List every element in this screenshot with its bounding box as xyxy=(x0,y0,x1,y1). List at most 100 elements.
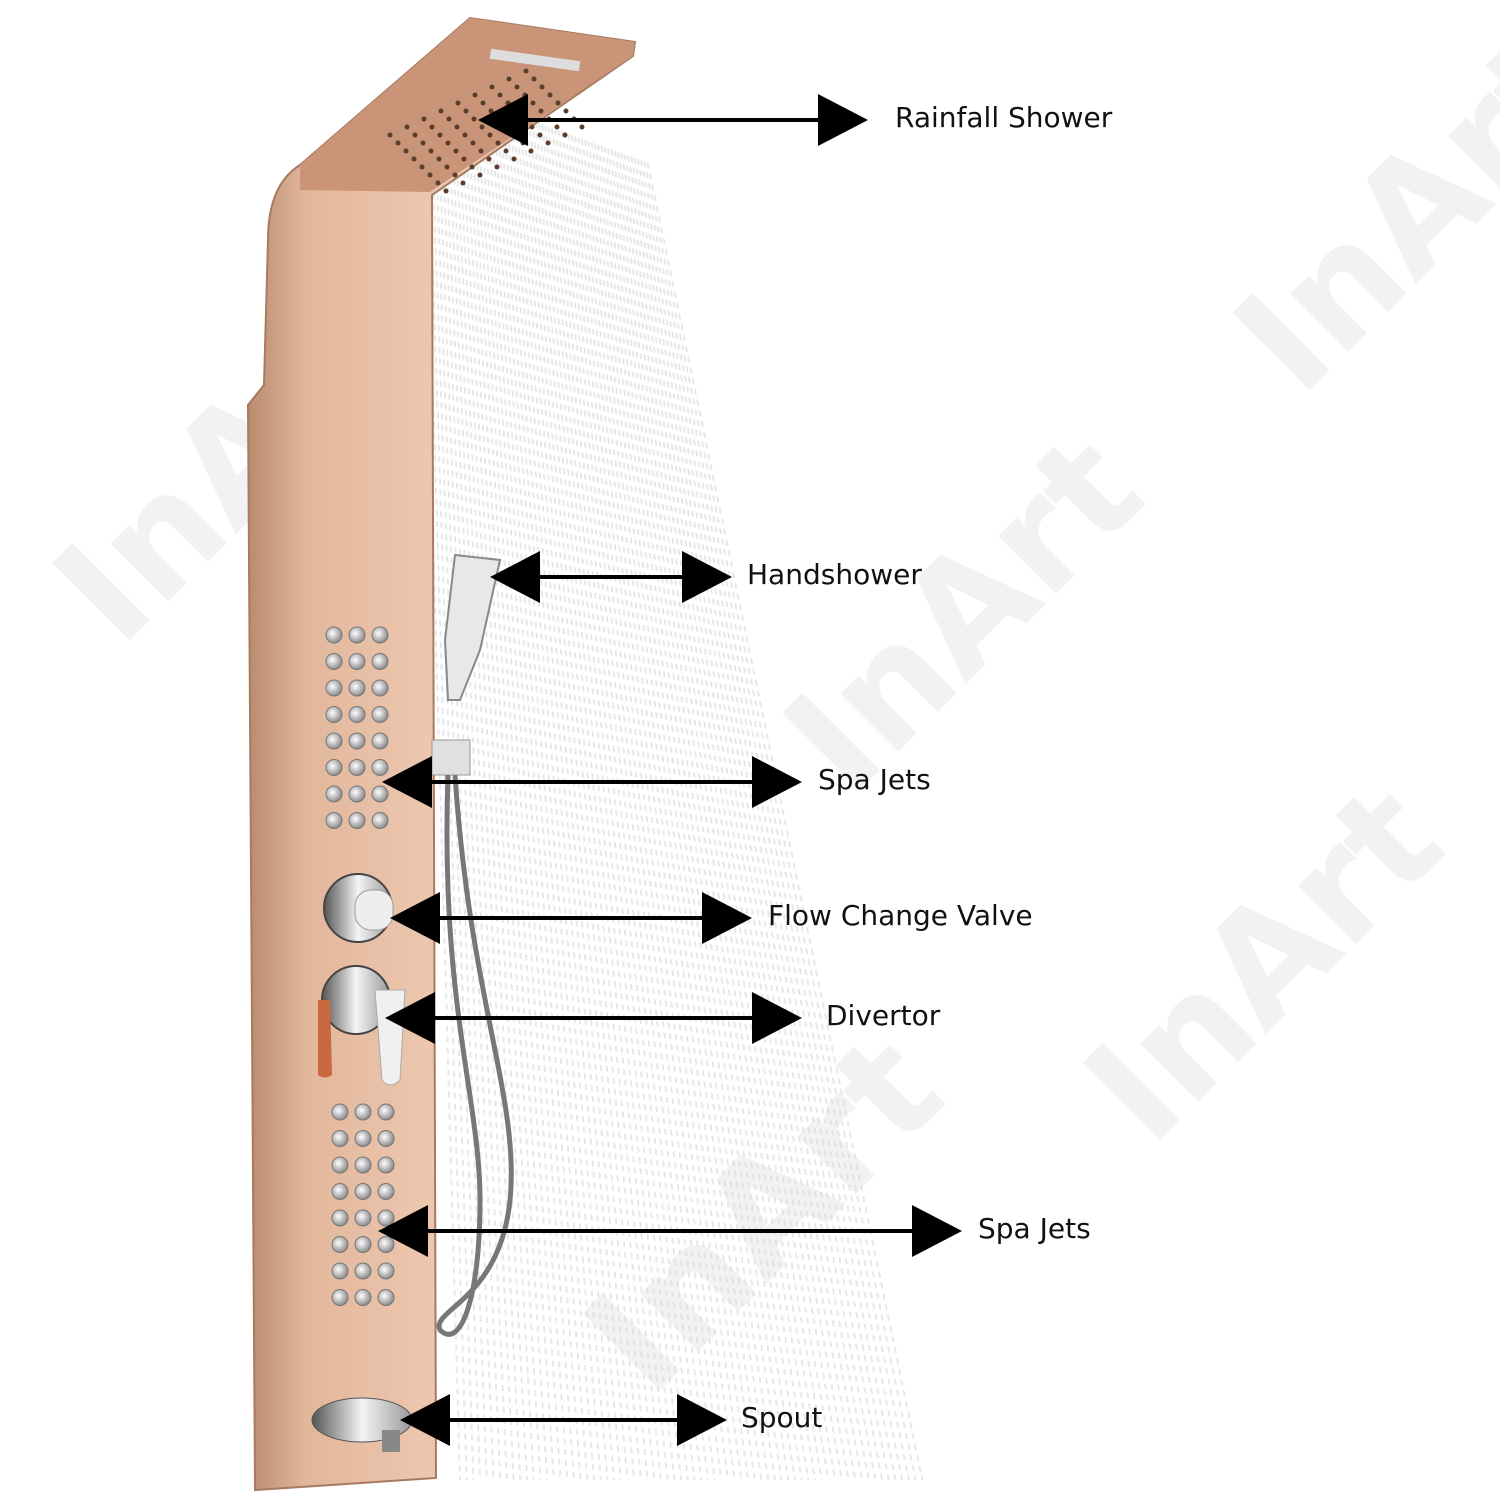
water-streak xyxy=(600,145,830,1481)
spa-jet-nozzle xyxy=(325,732,343,750)
water-streak xyxy=(646,162,924,1481)
water-streak xyxy=(623,154,877,1481)
spa-jet-nozzle xyxy=(331,1103,349,1121)
spa-jet-nozzle xyxy=(325,653,343,670)
spa-jet-nozzle xyxy=(371,679,389,697)
water-streak xyxy=(636,159,904,1481)
spa-jet-nozzle xyxy=(377,1236,395,1253)
nozzle xyxy=(429,124,435,130)
water-streak xyxy=(491,106,609,1481)
nozzle xyxy=(472,92,478,98)
water-streak xyxy=(640,160,910,1481)
nozzle xyxy=(486,156,492,162)
spa-jet-nozzle xyxy=(354,1183,372,1200)
water-streak xyxy=(610,149,850,1481)
arrowhead-right xyxy=(702,892,752,944)
water-streak xyxy=(527,119,683,1481)
nozzle xyxy=(452,172,458,178)
spa-jet-nozzle xyxy=(348,679,366,697)
nozzle xyxy=(489,84,495,90)
spa-jet-nozzle xyxy=(354,1156,372,1174)
water-streak xyxy=(597,144,823,1481)
spa-jet-nozzle xyxy=(348,785,366,803)
water-streak xyxy=(607,148,843,1481)
spa-jet-nozzle xyxy=(371,706,389,723)
water-streak xyxy=(534,121,696,1481)
nozzle xyxy=(503,148,509,154)
spa-jet-nozzle xyxy=(371,626,389,644)
water-streak xyxy=(557,130,743,1481)
nozzle xyxy=(529,124,535,130)
arrowhead-left xyxy=(490,551,540,603)
label-flow-change-valve: Flow Change Valve xyxy=(768,899,1033,932)
rainfall-head xyxy=(300,18,635,192)
nozzle xyxy=(523,68,529,74)
arrowhead-left xyxy=(390,892,440,944)
nozzle xyxy=(438,108,444,114)
nozzle xyxy=(462,132,468,138)
nozzle xyxy=(497,92,503,98)
water-streak xyxy=(626,155,884,1481)
spa-jet-nozzle xyxy=(354,1209,372,1227)
nozzle xyxy=(470,140,476,146)
label-spout: Spout xyxy=(741,1401,823,1434)
spa-jet-nozzle xyxy=(371,759,389,776)
water-streak xyxy=(488,105,602,1481)
nozzle xyxy=(437,132,443,138)
spa-jet-nozzle xyxy=(348,732,366,750)
water-streak xyxy=(643,161,917,1481)
spa-jet-nozzle xyxy=(377,1103,395,1121)
nozzle xyxy=(387,132,393,138)
water-streak xyxy=(518,115,662,1481)
spa-jet-nozzle xyxy=(348,626,366,644)
water-streak xyxy=(524,118,676,1481)
label-rainfall-shower: Rainfall Shower xyxy=(895,101,1113,134)
label-spa-jets-lower: Spa Jets xyxy=(978,1212,1091,1245)
nozzle xyxy=(471,116,477,122)
nozzle xyxy=(478,148,484,154)
nozzle xyxy=(514,84,520,90)
arrowhead-left xyxy=(385,992,435,1044)
nozzle xyxy=(404,124,410,130)
water-streak xyxy=(448,90,522,1481)
nozzle xyxy=(435,180,441,186)
nozzle xyxy=(477,172,483,178)
water-streak xyxy=(554,129,736,1481)
nozzle xyxy=(579,124,585,130)
nozzle xyxy=(530,100,536,106)
nozzle xyxy=(506,76,512,82)
water-streak xyxy=(564,132,756,1481)
water-streak xyxy=(587,141,803,1481)
spa-jet-nozzle xyxy=(325,626,343,644)
nozzle xyxy=(480,100,486,106)
nozzle xyxy=(538,108,544,114)
nozzle xyxy=(555,100,561,106)
spa-jet-nozzle xyxy=(371,732,389,750)
spa-jet-nozzle xyxy=(331,1236,349,1253)
nozzle xyxy=(443,188,449,194)
nozzle xyxy=(420,140,426,146)
nozzle xyxy=(453,148,459,154)
spa-jet-nozzle xyxy=(371,653,389,670)
nozzle xyxy=(487,132,493,138)
nozzle xyxy=(421,116,427,122)
spa-jet-nozzle xyxy=(354,1262,372,1280)
water-streak xyxy=(551,127,729,1481)
arrowhead-left xyxy=(378,1205,428,1257)
water-streak xyxy=(620,153,870,1481)
spa-jet-nozzle xyxy=(348,706,366,723)
nozzle xyxy=(411,156,417,162)
arrowhead-right xyxy=(752,992,802,1044)
nozzle xyxy=(461,156,467,162)
spa-jet-nozzle xyxy=(377,1289,395,1306)
water-streak xyxy=(494,107,616,1481)
water-streak xyxy=(458,94,542,1481)
water-streak xyxy=(445,89,515,1481)
nozzle xyxy=(547,92,553,98)
spa-jets xyxy=(325,626,395,1306)
water-streak xyxy=(521,117,669,1481)
spa-jet-nozzle xyxy=(354,1103,372,1121)
nozzle xyxy=(537,132,543,138)
water-streak xyxy=(425,82,475,1481)
